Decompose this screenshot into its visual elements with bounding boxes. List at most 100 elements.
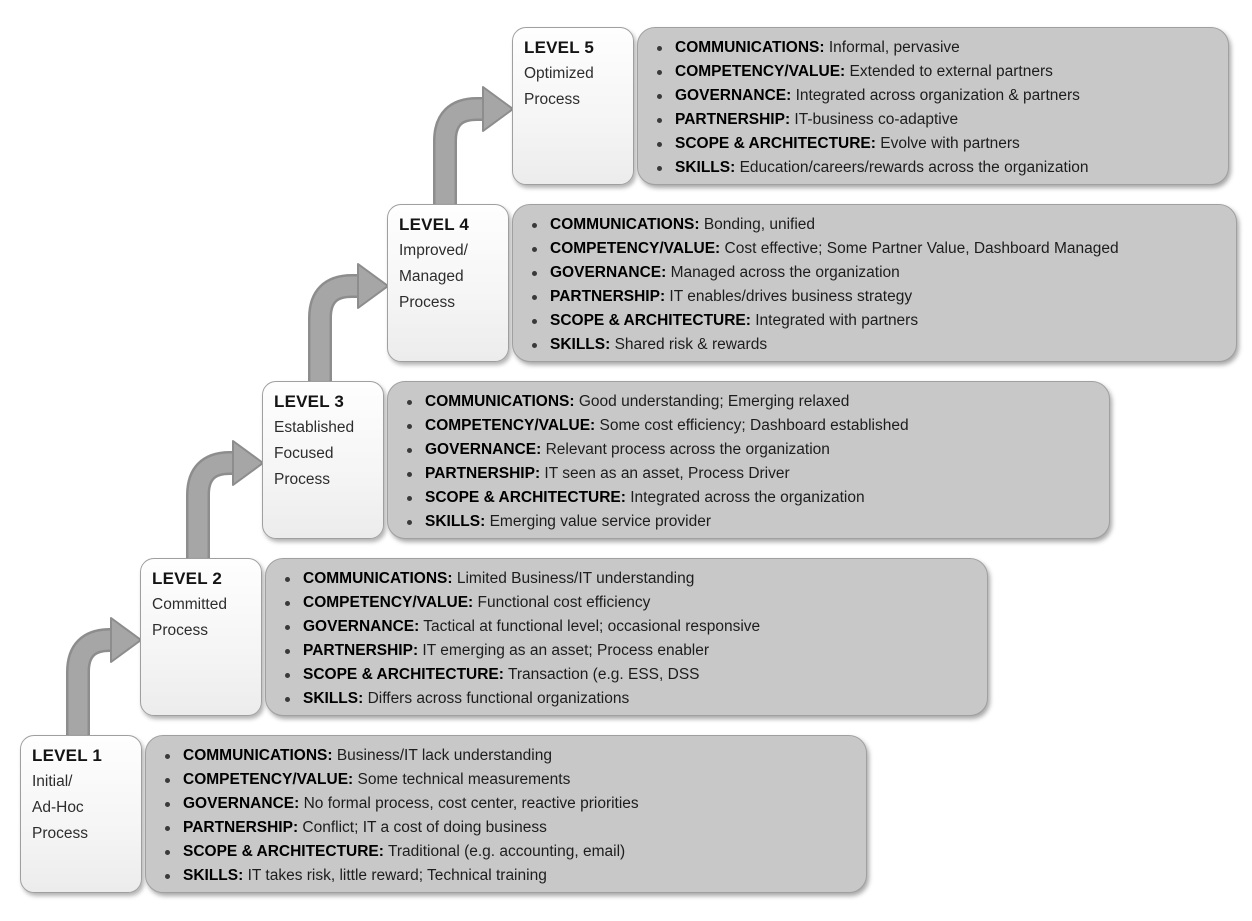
attribute-name: COMPETENCY/VALUE: xyxy=(183,771,354,788)
attribute-item: PARTNERSHIP: IT-business co-adaptive xyxy=(650,108,1218,132)
attribute-item: COMMUNICATIONS: Bonding, unified xyxy=(525,213,1226,237)
attribute-name: GOVERNANCE: xyxy=(550,264,667,281)
attribute-value: Transaction (e.g. ESS, DSS xyxy=(507,666,700,683)
attribute-item: PARTNERSHIP: IT seen as an asset, Proces… xyxy=(400,462,1099,486)
attribute-item: SKILLS: IT takes risk, little reward; Te… xyxy=(158,864,856,888)
bullet-icon xyxy=(165,778,170,783)
attribute-item: GOVERNANCE: Relevant process across the … xyxy=(400,438,1099,462)
attribute-value: Integrated across organization & partner… xyxy=(795,87,1080,104)
bullet-icon xyxy=(285,577,290,582)
attribute-value: Evolve with partners xyxy=(880,135,1020,152)
level-1-detail-box: COMMUNICATIONS: Business/IT lack underst… xyxy=(145,735,867,893)
level-4-detail-box: COMMUNICATIONS: Bonding, unified COMPETE… xyxy=(512,204,1237,362)
bullet-icon xyxy=(407,472,412,477)
arrow-level-3-to-4 xyxy=(308,263,389,391)
bullet-icon xyxy=(657,94,662,99)
level-2-label-box: LEVEL 2 Committed Process xyxy=(140,558,262,716)
level-4-name: LEVEL 4 xyxy=(399,215,470,234)
bullet-icon xyxy=(657,70,662,75)
attribute-item: GOVERNANCE: Managed across the organizat… xyxy=(525,261,1226,285)
attribute-item: PARTNERSHIP: Conflict; IT a cost of doin… xyxy=(158,816,856,840)
attribute-name: SKILLS: xyxy=(425,513,486,530)
bullet-icon xyxy=(407,520,412,525)
level-1-label-box: LEVEL 1 Initial/ Ad-Hoc Process xyxy=(20,735,142,893)
attribute-value: Functional cost efficiency xyxy=(477,594,651,611)
attribute-name: COMMUNICATIONS: xyxy=(425,393,575,410)
arrow-level-2-to-3 xyxy=(186,440,264,568)
attribute-name: COMPETENCY/VALUE: xyxy=(675,63,846,80)
attribute-value: Bonding, unified xyxy=(703,216,816,233)
attribute-value: Business/IT lack understanding xyxy=(336,747,552,764)
level-3-name: LEVEL 3 xyxy=(274,392,345,411)
attribute-name: GOVERNANCE: xyxy=(303,618,420,635)
attribute-item: COMMUNICATIONS: Limited Business/IT unde… xyxy=(278,567,977,591)
attribute-item: COMMUNICATIONS: Business/IT lack underst… xyxy=(158,744,856,768)
attribute-item: COMPETENCY/VALUE: Extended to external p… xyxy=(650,60,1218,84)
level-5-label-box: LEVEL 5 Optimized Process xyxy=(512,27,634,185)
level-1-attributes: COMMUNICATIONS: Business/IT lack underst… xyxy=(158,744,856,888)
attribute-value: Good understanding; Emerging relaxed xyxy=(578,393,850,410)
attribute-item: COMMUNICATIONS: Informal, pervasive xyxy=(650,36,1218,60)
attribute-value: Conflict; IT a cost of doing business xyxy=(302,819,547,836)
attribute-item: COMPETENCY/VALUE: Cost effective; Some P… xyxy=(525,237,1226,261)
bullet-icon xyxy=(657,118,662,123)
attribute-name: COMMUNICATIONS: xyxy=(183,747,333,764)
bullet-icon xyxy=(532,223,537,228)
attribute-value: Limited Business/IT understanding xyxy=(456,570,695,587)
attribute-value: Some technical measurements xyxy=(357,771,571,788)
attribute-item: SCOPE & ARCHITECTURE: Transaction (e.g. … xyxy=(278,663,977,687)
attribute-item: GOVERNANCE: No formal process, cost cent… xyxy=(158,792,856,816)
attribute-item: SKILLS: Differs across functional organi… xyxy=(278,687,977,711)
bullet-icon xyxy=(532,319,537,324)
attribute-name: PARTNERSHIP: xyxy=(425,465,541,482)
level-5-name: LEVEL 5 xyxy=(524,38,595,57)
attribute-value: IT-business co-adaptive xyxy=(794,111,959,128)
level-5-process-type: Optimized Process xyxy=(524,65,594,108)
attribute-name: SCOPE & ARCHITECTURE: xyxy=(425,489,626,506)
bullet-icon xyxy=(165,826,170,831)
level-3-attributes: COMMUNICATIONS: Good understanding; Emer… xyxy=(400,390,1099,534)
level-4-attributes: COMMUNICATIONS: Bonding, unified COMPETE… xyxy=(525,213,1226,357)
attribute-name: COMMUNICATIONS: xyxy=(303,570,453,587)
attribute-value: Traditional (e.g. accounting, email) xyxy=(387,843,626,860)
attribute-name: SKILLS: xyxy=(675,159,736,176)
attribute-item: PARTNERSHIP: IT emerging as an asset; Pr… xyxy=(278,639,977,663)
attribute-item: SCOPE & ARCHITECTURE: Evolve with partne… xyxy=(650,132,1218,156)
bullet-icon xyxy=(407,448,412,453)
attribute-name: SKILLS: xyxy=(550,336,611,353)
attribute-item: SCOPE & ARCHITECTURE: Integrated across … xyxy=(400,486,1099,510)
attribute-value: Integrated with partners xyxy=(755,312,919,329)
attribute-name: GOVERNANCE: xyxy=(183,795,300,812)
attribute-name: COMPETENCY/VALUE: xyxy=(425,417,596,434)
bullet-icon xyxy=(285,601,290,606)
attribute-item: SKILLS: Emerging value service provider xyxy=(400,510,1099,534)
attribute-name: SKILLS: xyxy=(183,867,244,884)
attribute-name: PARTNERSHIP: xyxy=(303,642,419,659)
arrow-level-1-to-2 xyxy=(66,617,142,745)
attribute-item: SKILLS: Shared risk & rewards xyxy=(525,333,1226,357)
attribute-name: COMMUNICATIONS: xyxy=(550,216,700,233)
attribute-value: Extended to external partners xyxy=(849,63,1053,80)
level-3-process-type: Established Focused Process xyxy=(274,419,355,488)
attribute-item: GOVERNANCE: Integrated across organizati… xyxy=(650,84,1218,108)
attribute-name: GOVERNANCE: xyxy=(425,441,542,458)
attribute-value: Some cost efficiency; Dashboard establis… xyxy=(599,417,909,434)
attribute-value: IT takes risk, little reward; Technical … xyxy=(247,867,547,884)
bullet-icon xyxy=(407,424,412,429)
attribute-value: Education/careers/rewards across the org… xyxy=(739,159,1089,176)
attribute-value: Emerging value service provider xyxy=(489,513,711,530)
level-3-label-box: LEVEL 3 Established Focused Process xyxy=(262,381,384,539)
attribute-name: SCOPE & ARCHITECTURE: xyxy=(675,135,876,152)
level-2-name: LEVEL 2 xyxy=(152,569,223,588)
bullet-icon xyxy=(532,247,537,252)
attribute-item: SKILLS: Education/careers/rewards across… xyxy=(650,156,1218,180)
bullet-icon xyxy=(165,850,170,855)
bullet-icon xyxy=(657,46,662,51)
level-2-detail-box: COMMUNICATIONS: Limited Business/IT unde… xyxy=(265,558,988,716)
level-5-attributes: COMMUNICATIONS: Informal, pervasive COMP… xyxy=(650,36,1218,180)
bullet-icon xyxy=(532,295,537,300)
bullet-icon xyxy=(165,754,170,759)
bullet-icon xyxy=(407,400,412,405)
attribute-name: SCOPE & ARCHITECTURE: xyxy=(303,666,504,683)
